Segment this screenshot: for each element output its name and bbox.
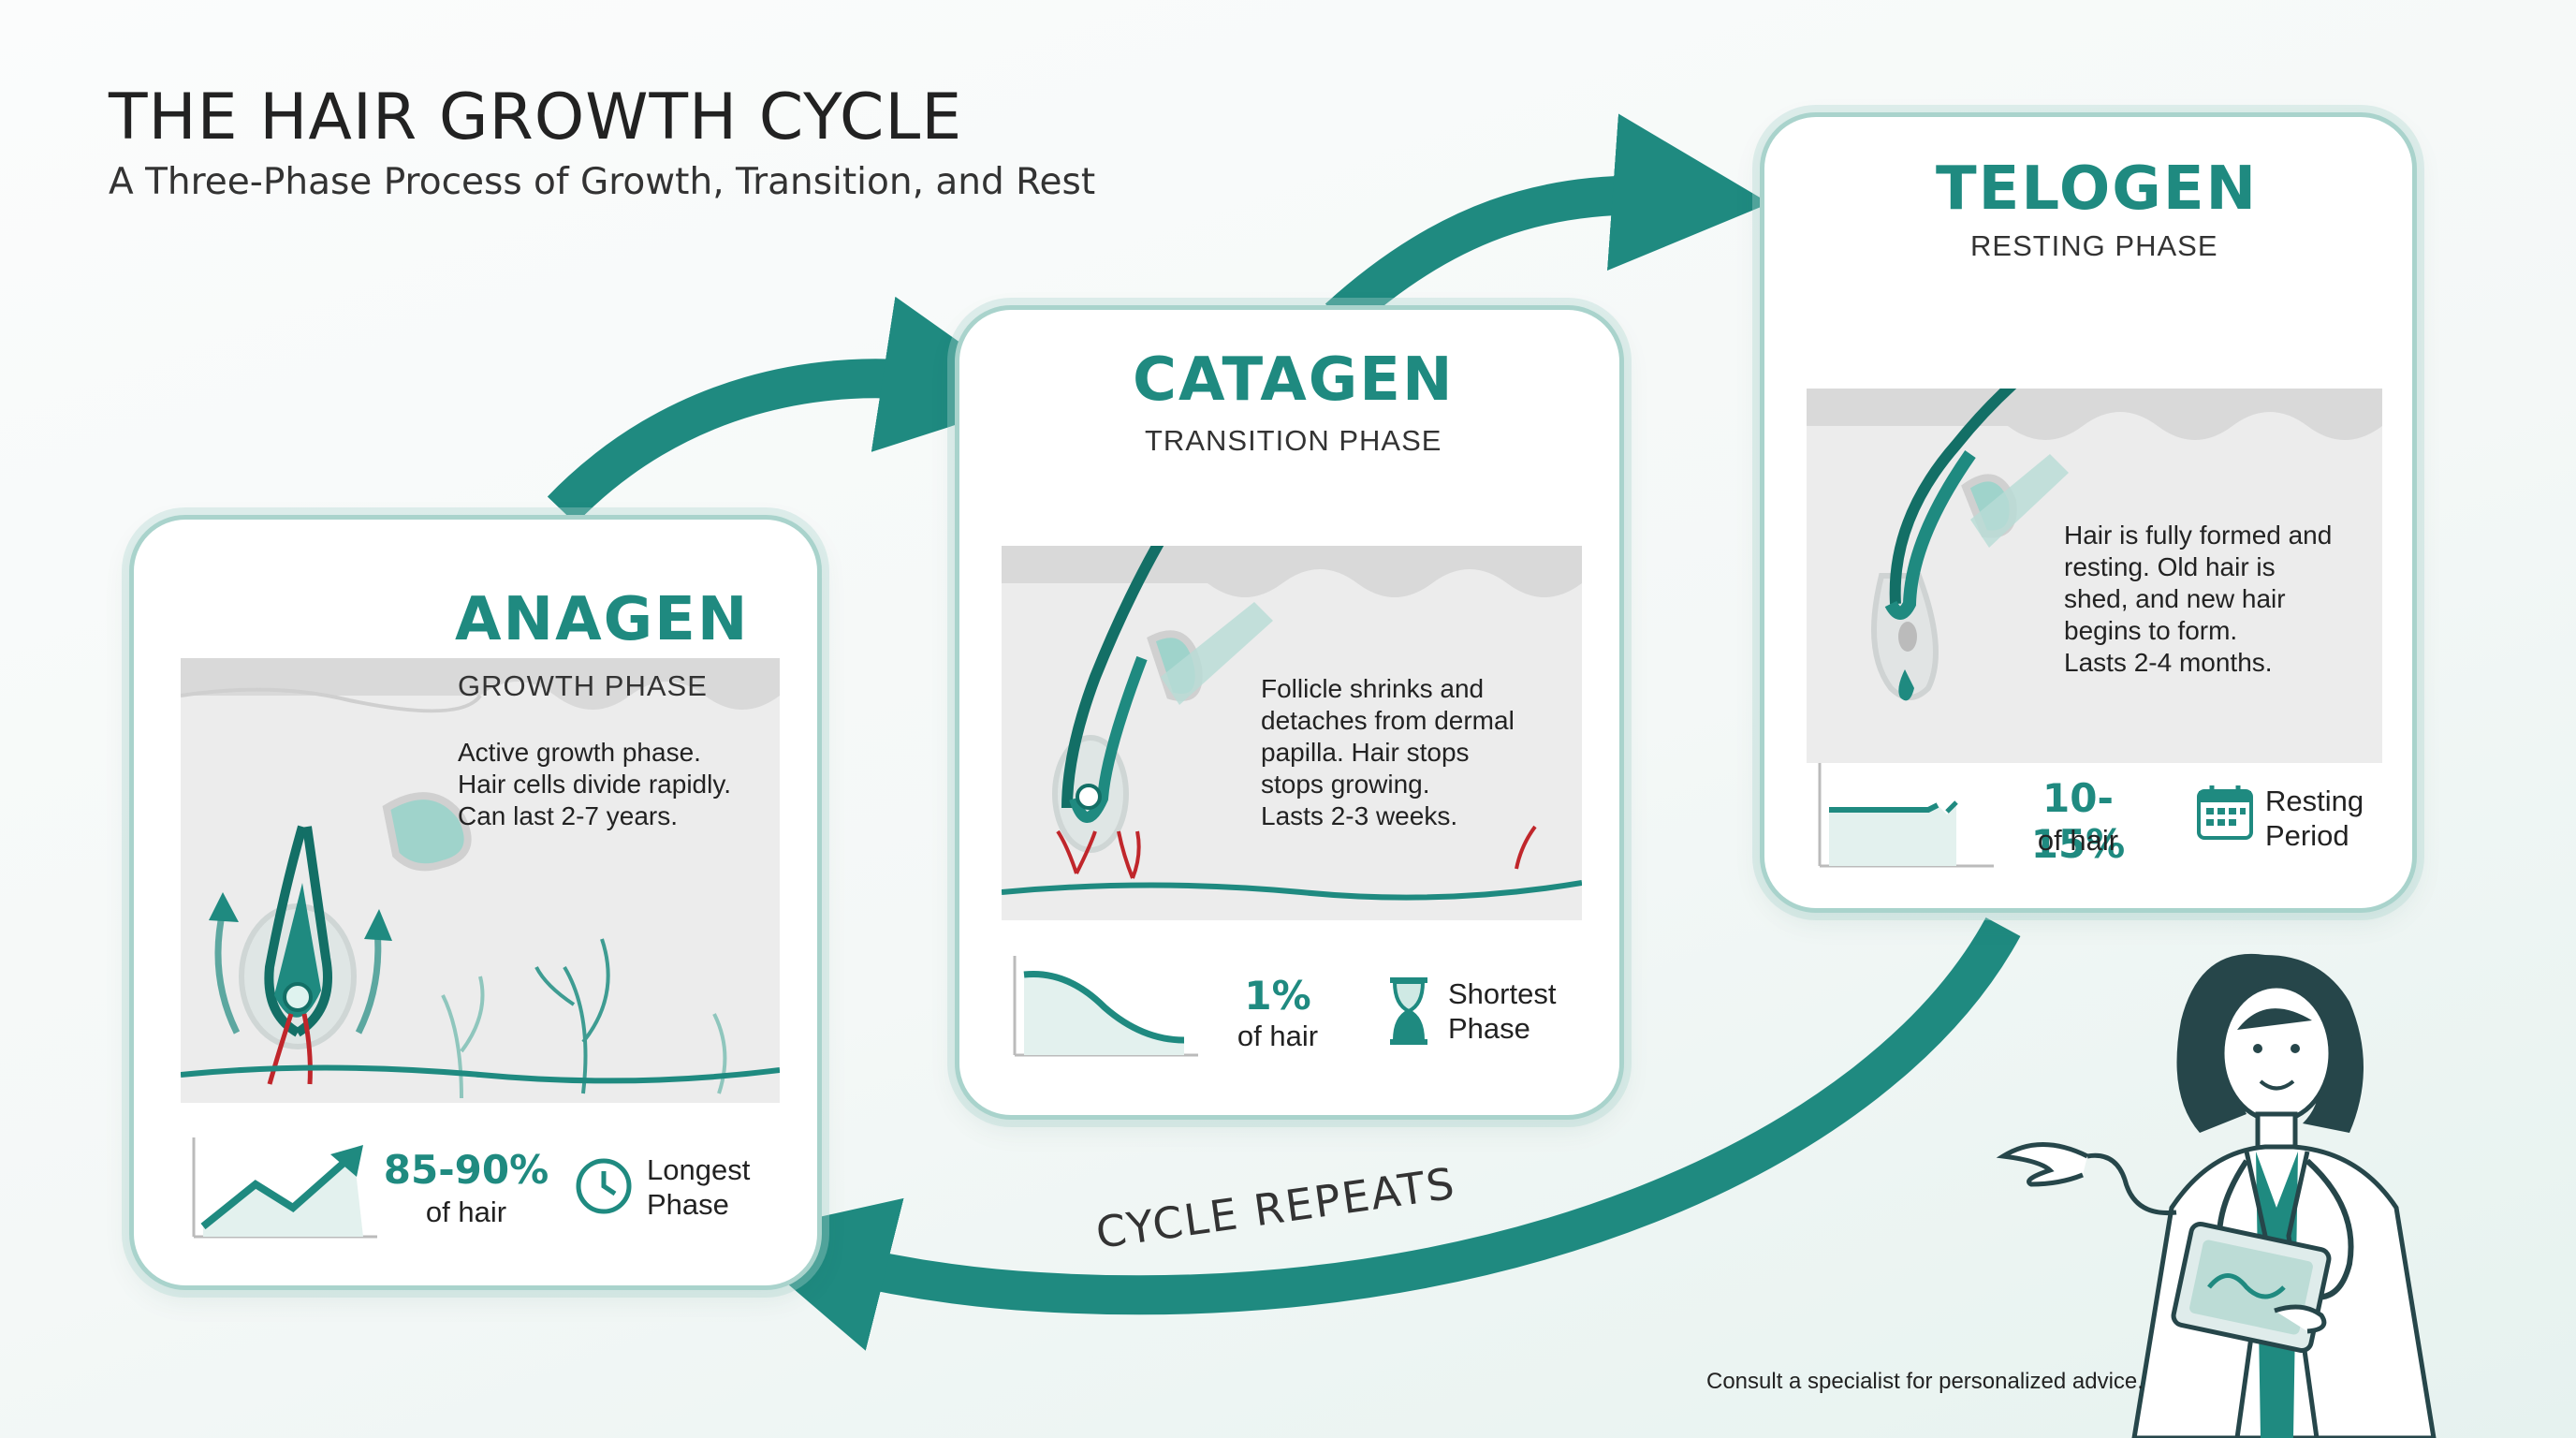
catagen-illustration bbox=[1002, 546, 1582, 920]
telogen-title: TELOGEN bbox=[1936, 154, 2259, 224]
arrow-anagen-to-catagen bbox=[547, 296, 1039, 524]
clock-icon bbox=[576, 1158, 632, 1214]
calendar-icon bbox=[2197, 785, 2253, 840]
footnote: Consult a specialist for personalized ad… bbox=[1706, 1369, 2144, 1394]
anagen-percent-label: of hair bbox=[425, 1196, 507, 1228]
telogen-percent: 10-15% bbox=[2030, 775, 2126, 867]
telogen-description: Hair is fully formed and resting. Old ha… bbox=[2064, 521, 2333, 677]
anagen-duration: Longest Phase bbox=[647, 1153, 751, 1221]
catagen-percent-label: of hair bbox=[1237, 1020, 1319, 1052]
anagen-illustration bbox=[181, 658, 780, 1103]
anagen-percent: 85-90% bbox=[383, 1147, 549, 1193]
flat-trend-icon bbox=[1818, 763, 1994, 868]
catagen-duration: Shortest Phase bbox=[1448, 977, 1557, 1045]
anagen-card: ANAGEN GROWTH PHASE Active growth phase.… bbox=[129, 515, 822, 1290]
catagen-subtitle: TRANSITION PHASE bbox=[1145, 424, 1442, 457]
anagen-title: ANAGEN bbox=[455, 585, 750, 654]
catagen-description: Follicle shrinks and detaches from derma… bbox=[1261, 674, 1515, 830]
telogen-subtitle: RESTING PHASE bbox=[1970, 229, 2218, 262]
catagen-percent: 1% bbox=[1244, 973, 1311, 1019]
decline-trend-icon bbox=[1013, 956, 1198, 1057]
arrow-catagen-to-telogen bbox=[1325, 113, 1770, 333]
anagen-subtitle: GROWTH PHASE bbox=[458, 669, 708, 702]
catagen-title: CATAGEN bbox=[1133, 345, 1455, 415]
catagen-card: CATAGEN TRANSITION PHASE Follicle shrink… bbox=[955, 305, 1624, 1120]
telogen-duration: Resting Period bbox=[2265, 785, 2364, 852]
arrow-telogen-to-anagen bbox=[732, 917, 2021, 1351]
doctor-illustration bbox=[1996, 953, 2437, 1438]
page-title: THE HAIR GROWTH CYCLE bbox=[109, 81, 963, 154]
telogen-illustration bbox=[1807, 389, 2382, 763]
page-subtitle: A Three-Phase Process of Growth, Transit… bbox=[109, 161, 1096, 203]
growth-trend-icon bbox=[192, 1137, 377, 1239]
telogen-percent-label: of hair bbox=[2037, 824, 2119, 857]
telogen-card: TELOGEN RESTING PHASE Hair is fully form… bbox=[1760, 112, 2417, 913]
anagen-description: Active growth phase. Hair cells divide r… bbox=[458, 738, 732, 830]
hourglass-icon bbox=[1390, 977, 1427, 1045]
